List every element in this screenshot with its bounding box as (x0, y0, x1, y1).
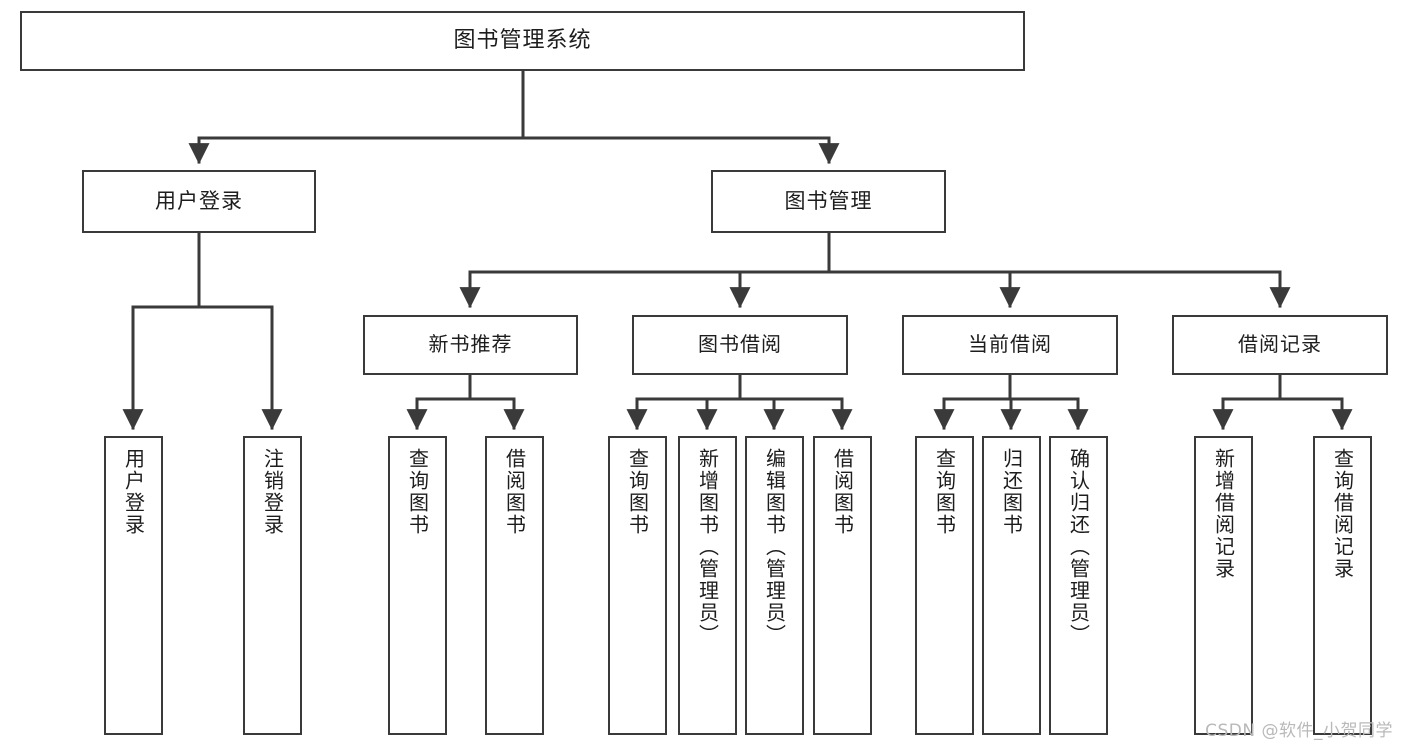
leaf-add-record[interactable]: 新增借阅记录 (1194, 436, 1253, 735)
leaf-return-book[interactable]: 归还图书 (982, 436, 1041, 735)
leaf-query-book-1-label: 查询图书 (405, 448, 430, 536)
node-borrow-record[interactable]: 借阅记录 (1172, 315, 1388, 375)
leaf-borrow-book-2-label: 借阅图书 (830, 448, 855, 536)
node-user-login[interactable]: 用户登录 (82, 170, 316, 233)
leaf-borrow-book-2[interactable]: 借阅图书 (813, 436, 872, 735)
leaf-borrow-book-1-label: 借阅图书 (502, 448, 527, 536)
leaf-add-record-label: 新增借阅记录 (1211, 448, 1236, 580)
leaf-confirm-return-label: 确认归还（管理员） (1066, 448, 1091, 646)
leaf-query-book-1[interactable]: 查询图书 (388, 436, 447, 735)
leaf-edit-book-label: 编辑图书（管理员） (762, 448, 787, 646)
leaf-user-logout[interactable]: 注销登录 (243, 436, 302, 735)
node-root-label: 图书管理系统 (453, 28, 592, 54)
leaf-user-logout-label: 注销登录 (260, 448, 285, 536)
leaf-query-book-3-label: 查询图书 (932, 448, 957, 536)
leaf-confirm-return[interactable]: 确认归还（管理员） (1049, 436, 1108, 735)
leaf-borrow-book-1[interactable]: 借阅图书 (485, 436, 544, 735)
node-book-borrow-label: 图书借阅 (698, 332, 782, 357)
csdn-watermark: CSDN @软件_小贺同学 (1205, 721, 1393, 741)
leaf-user-login[interactable]: 用户登录 (104, 436, 163, 735)
leaf-user-login-label: 用户登录 (121, 448, 146, 536)
leaf-add-book-label: 新增图书（管理员） (695, 448, 720, 646)
leaf-query-book-2-label: 查询图书 (625, 448, 650, 536)
node-root-system[interactable]: 图书管理系统 (20, 11, 1025, 71)
node-new-book-recommend-label: 新书推荐 (428, 332, 513, 357)
leaf-query-book-3[interactable]: 查询图书 (915, 436, 974, 735)
node-user-login-label: 用户登录 (155, 189, 243, 214)
leaf-edit-book[interactable]: 编辑图书（管理员） (745, 436, 804, 735)
node-book-manage-label: 图书管理 (784, 189, 873, 214)
node-current-borrow[interactable]: 当前借阅 (902, 315, 1118, 375)
node-new-book-recommend[interactable]: 新书推荐 (363, 315, 578, 375)
leaf-query-record-label: 查询借阅记录 (1330, 448, 1355, 580)
node-current-borrow-label: 当前借阅 (968, 332, 1052, 357)
leaf-query-record[interactable]: 查询借阅记录 (1313, 436, 1372, 735)
node-borrow-record-label: 借阅记录 (1238, 332, 1322, 357)
node-book-manage[interactable]: 图书管理 (711, 170, 946, 233)
leaf-add-book[interactable]: 新增图书（管理员） (678, 436, 737, 735)
node-book-borrow[interactable]: 图书借阅 (632, 315, 848, 375)
leaf-return-book-label: 归还图书 (999, 448, 1024, 536)
leaf-query-book-2[interactable]: 查询图书 (608, 436, 667, 735)
